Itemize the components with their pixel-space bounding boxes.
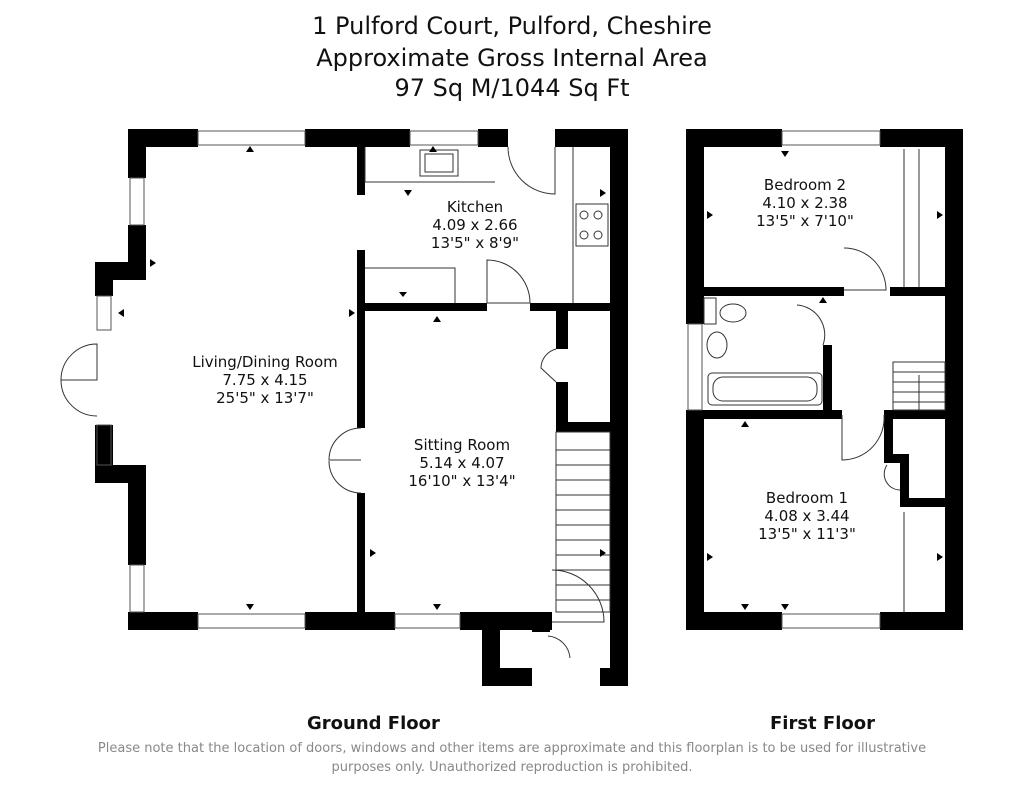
plan-title-area-value: 97 Sq M/1044 Sq Ft [394,74,630,102]
disclaimer-line-1: Please note that the location of doors, … [97,741,927,756]
first-floor-plan [686,129,963,630]
ground-floor-fixtures [60,130,611,659]
kitchen-room-metric: 4.09 x 2.66 [432,216,518,234]
bedroom-1-name: Bedroom 1 [765,489,849,507]
kitchen-room-name: Kitchen [446,198,504,216]
first-floor-label: First Floor [770,713,876,734]
ground-floor-plan [95,129,628,686]
bedroom-2-name: Bedroom 2 [763,176,847,194]
bedroom-2-imperial: 13'5" x 7'10" [756,212,854,230]
living-room-imperial: 25'5" x 13'7" [216,389,314,407]
bedroom-1-imperial: 13'5" x 11'3" [758,525,856,543]
kitchen-room-imperial: 13'5" x 8'9" [430,234,520,252]
living-room-name: Living/Dining Room [192,353,338,371]
bedroom-2-metric: 4.10 x 2.38 [762,194,848,212]
window-markers [118,146,943,610]
bedroom-1-metric: 4.08 x 3.44 [764,507,850,525]
sitting-room-metric: 5.14 x 4.07 [419,454,505,472]
sitting-room-imperial: 16'10" x 13'4" [408,472,516,490]
living-room-metric: 7.75 x 4.15 [222,371,308,389]
plan-title-address: 1 Pulford Court, Pulford, Cheshire [312,12,712,40]
sitting-room-name: Sitting Room [413,436,511,454]
plan-title-area-label: Approximate Gross Internal Area [316,44,708,72]
first-floor-fixtures [687,130,946,629]
ground-floor-label: Ground Floor [307,713,440,734]
disclaimer-line-2: purposes only. Unauthorized reproduction… [331,760,693,775]
